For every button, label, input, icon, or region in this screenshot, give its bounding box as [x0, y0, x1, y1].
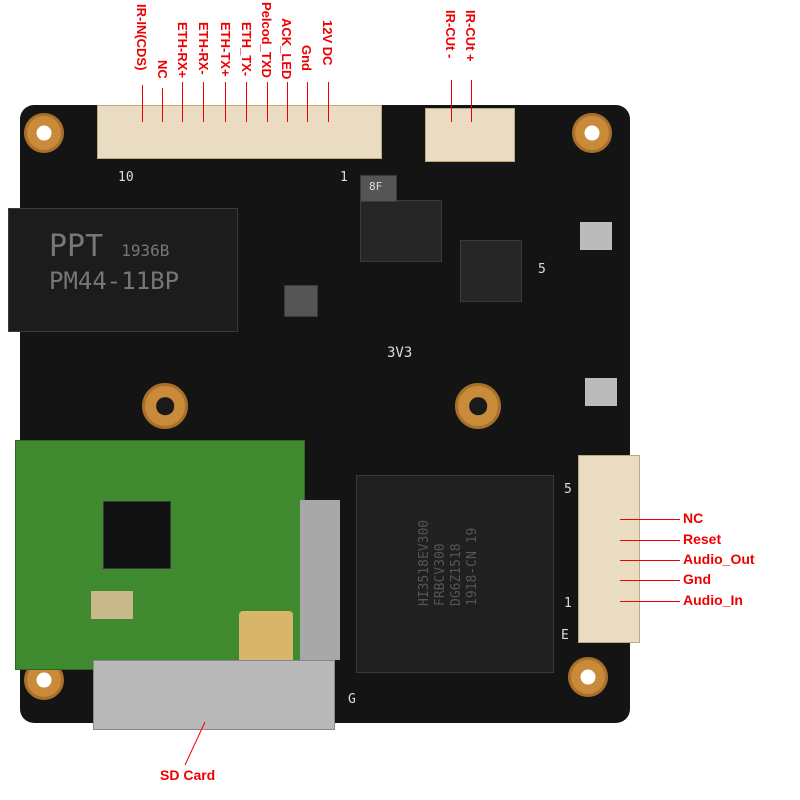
pin-label-gnd: Gnd [299, 45, 314, 71]
pin-label-audio-out: Audio_Out [683, 551, 755, 567]
pin-leader-line [620, 540, 680, 541]
pin-leader-line [287, 82, 288, 122]
mounting-hole [572, 113, 612, 153]
inductor [460, 240, 522, 302]
wifi-module [15, 440, 305, 670]
sd-card-label: SD Card [160, 767, 216, 783]
pin-label-ircut-minus: IR-CUt - [443, 10, 458, 59]
main-connector [97, 105, 382, 159]
pin-label-gnd-audio: Gnd [683, 571, 711, 587]
pin-leader-line [620, 601, 680, 602]
ic-chip: 8F [360, 175, 397, 202]
mounting-hole [568, 657, 608, 697]
audio-pin-5-mark: 5 [564, 482, 572, 497]
pin-label-ir-in: IR-IN(CDS) [134, 4, 149, 71]
mounting-hole [455, 383, 501, 429]
pin-leader-line [620, 519, 680, 520]
pin-leader-line [471, 80, 472, 122]
solder-pad [580, 222, 612, 250]
sd-card-slot [93, 660, 335, 730]
pin-label-nc: NC [155, 60, 170, 79]
pin-label-ircut-plus: IR-CUt + [463, 10, 478, 62]
pin-label-nc-audio: NC [683, 510, 704, 526]
pin-label-pelcod-txd: Pelcod_TXD [259, 2, 274, 78]
soc-chip: HI3518EV300 FRBCV300 DG6Z1518 1918-CN 19 [356, 475, 554, 673]
mounting-hole [142, 383, 188, 429]
crystal [91, 591, 133, 619]
pin-5-mark: 5 [538, 262, 546, 277]
audio-connector [578, 455, 640, 643]
voltage-mark: 3V3 [387, 345, 413, 361]
pin-label-reset: Reset [683, 531, 722, 547]
pin-leader-line [225, 82, 226, 122]
pin-label-eth-tx-minus: ETH_TX- [239, 22, 254, 77]
ic-chip [284, 285, 318, 317]
pin-leader-line [267, 82, 268, 122]
ic-chip [360, 200, 442, 262]
pin-leader-line [142, 85, 143, 122]
ground-mark: G [348, 692, 356, 707]
pin-leader-line [203, 82, 204, 122]
antenna-connector [239, 611, 293, 665]
transformer-model: PM44-11BP [49, 267, 180, 295]
wifi-chip [103, 501, 171, 569]
pin-leader-line [620, 580, 680, 581]
transformer-brand: PPT [49, 229, 104, 264]
pin-label-ack-led: ACK_LED [279, 18, 294, 80]
ethernet-transformer: PPT 1936B PM44-11BP [8, 208, 238, 332]
mounting-hole [24, 113, 64, 153]
e-mark: E [561, 628, 569, 643]
transformer-code: 1936B [121, 241, 170, 260]
pin-leader-line [307, 82, 308, 122]
pin-label-eth-rx-plus: ETH-RX+ [175, 22, 190, 78]
sd-card-housing [300, 500, 340, 660]
pin-label-eth-tx-plus: ETH-TX+ [218, 22, 233, 77]
pin-leader-line [182, 82, 183, 122]
pin-label-12v-dc: 12V DC [320, 20, 335, 66]
pin-leader-line [328, 82, 329, 122]
pin-leader-line [451, 80, 452, 122]
audio-pin-1-mark: 1 [564, 596, 572, 611]
ircut-connector [425, 108, 515, 162]
pin-leader-line [620, 560, 680, 561]
pin-leader-line [246, 82, 247, 122]
pin-label-audio-in: Audio_In [683, 592, 743, 608]
bf-mark: 8F [369, 180, 383, 193]
pin-1-mark: 1 [340, 170, 348, 185]
pin-10-mark: 10 [118, 170, 134, 185]
pin-leader-line [162, 88, 163, 122]
pin-label-eth-rx-minus: ETH-RX- [196, 22, 211, 75]
solder-pad [585, 378, 617, 406]
